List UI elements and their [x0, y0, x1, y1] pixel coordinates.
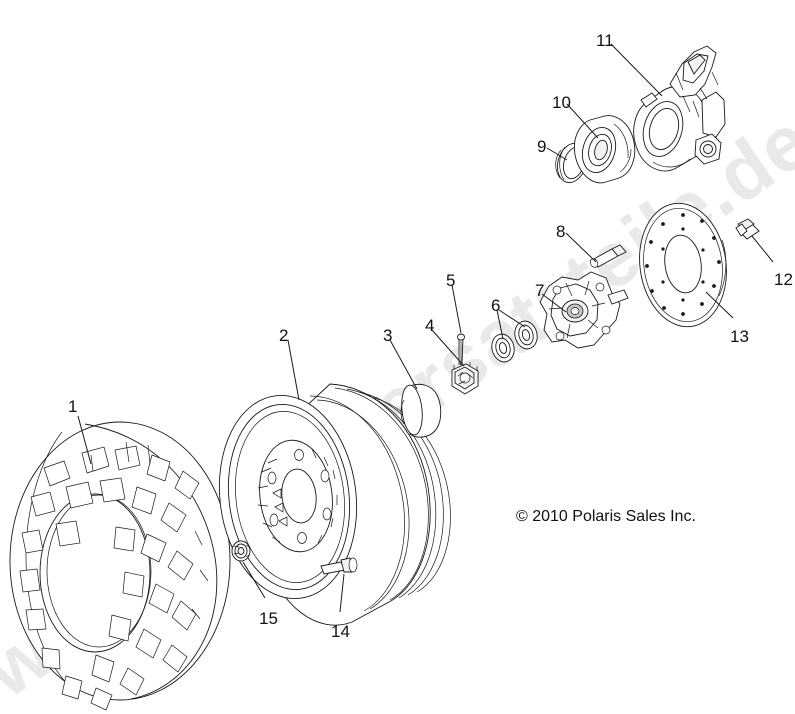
part-castle-nut	[451, 362, 479, 395]
part-washers	[491, 320, 538, 363]
part-wheel-hub	[539, 271, 629, 349]
callout-9: 9	[537, 137, 547, 156]
callout-1: 1	[68, 397, 78, 416]
brake-disc-inner-holes	[661, 227, 705, 302]
part-lug-nut	[231, 540, 251, 562]
callout-6: 6	[491, 296, 501, 315]
callout-12: 12	[774, 270, 793, 289]
callout-2: 2	[279, 326, 289, 345]
callout-3: 3	[383, 326, 393, 345]
wheel-lug-holes	[267, 449, 332, 544]
tire-sipes	[90, 441, 209, 620]
leader-lines	[77, 43, 774, 613]
part-wheel-rim	[218, 383, 451, 626]
callout-7: 7	[535, 281, 545, 300]
callout-8: 8	[556, 222, 566, 241]
part-valve-stem	[320, 557, 358, 575]
callout-15: 15	[259, 609, 278, 628]
callout-5: 5	[446, 271, 456, 290]
rim-cast-marks	[272, 488, 288, 527]
rim-face-markings	[257, 448, 338, 544]
part-tire	[9, 421, 231, 711]
callout-11: 11	[596, 31, 614, 50]
copyright-notice: © 2010 Polaris Sales Inc.	[516, 508, 696, 525]
brake-disc-holes	[645, 213, 721, 316]
part-dust-cap	[400, 383, 442, 438]
callout-4: 4	[425, 316, 435, 335]
tire-tread-blocks	[19, 445, 200, 711]
part-wheel-bearing	[573, 115, 636, 184]
callout-14: 14	[331, 622, 350, 641]
callout-13: 13	[730, 327, 749, 346]
part-hub-bolt	[589, 244, 627, 268]
callout-10: 10	[552, 93, 571, 112]
part-disc-bolt	[735, 218, 760, 240]
part-hub-carrier	[633, 45, 726, 172]
part-brake-disc	[639, 202, 727, 328]
